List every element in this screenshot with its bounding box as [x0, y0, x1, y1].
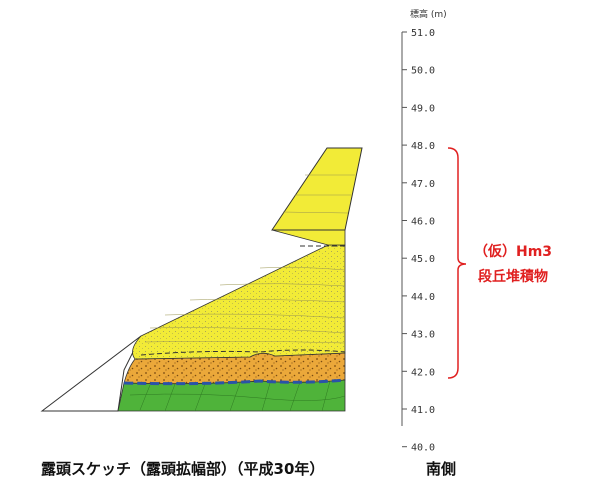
elevation-axis: 51.0 50.0 49.0 48.0 47.0 46.0 45.0 44.0 43.0 42.0… — [401, 8, 447, 454]
yellow-top-layer — [271, 147, 363, 231]
axis-tick-label: 48.0 — [411, 141, 435, 152]
axis-tick-label: 44.0 — [411, 292, 435, 303]
axis-tick-label: 50.0 — [411, 66, 435, 77]
annotation-label-line2: 段丘堆積物 — [478, 268, 548, 285]
axis-tick-label: 41.0 — [411, 405, 435, 416]
annotation-bracket: （仮）Hm3 段丘堆積物 — [447, 147, 552, 379]
axis-tick-label: 42.0 — [411, 367, 435, 378]
yellow-lower-sand — [132, 244, 346, 360]
outcrop-sketch — [40, 147, 363, 412]
axis-tick-label: 49.0 — [411, 103, 435, 114]
yellow-upper-sand — [271, 229, 346, 246]
lower-slope-area — [40, 335, 142, 412]
caption-left: 露頭スケッチ（露頭拡幅部）（平成30年） — [41, 460, 325, 478]
axis-tick-label: 47.0 — [411, 179, 435, 190]
axis-tick-label: 45.0 — [411, 254, 435, 265]
caption-right: 南側 — [426, 460, 457, 478]
axis-tick-label: 51.0 — [411, 28, 435, 39]
axis-tick-label: 46.0 — [411, 217, 435, 228]
annotation-label-line1: （仮）Hm3 — [474, 243, 552, 260]
axis-tick-label: 40.0 — [411, 443, 435, 454]
unconformity-line — [123, 378, 346, 386]
axis-title: 標高 (m) — [410, 8, 447, 20]
axis-tick-label: 43.0 — [411, 330, 435, 341]
